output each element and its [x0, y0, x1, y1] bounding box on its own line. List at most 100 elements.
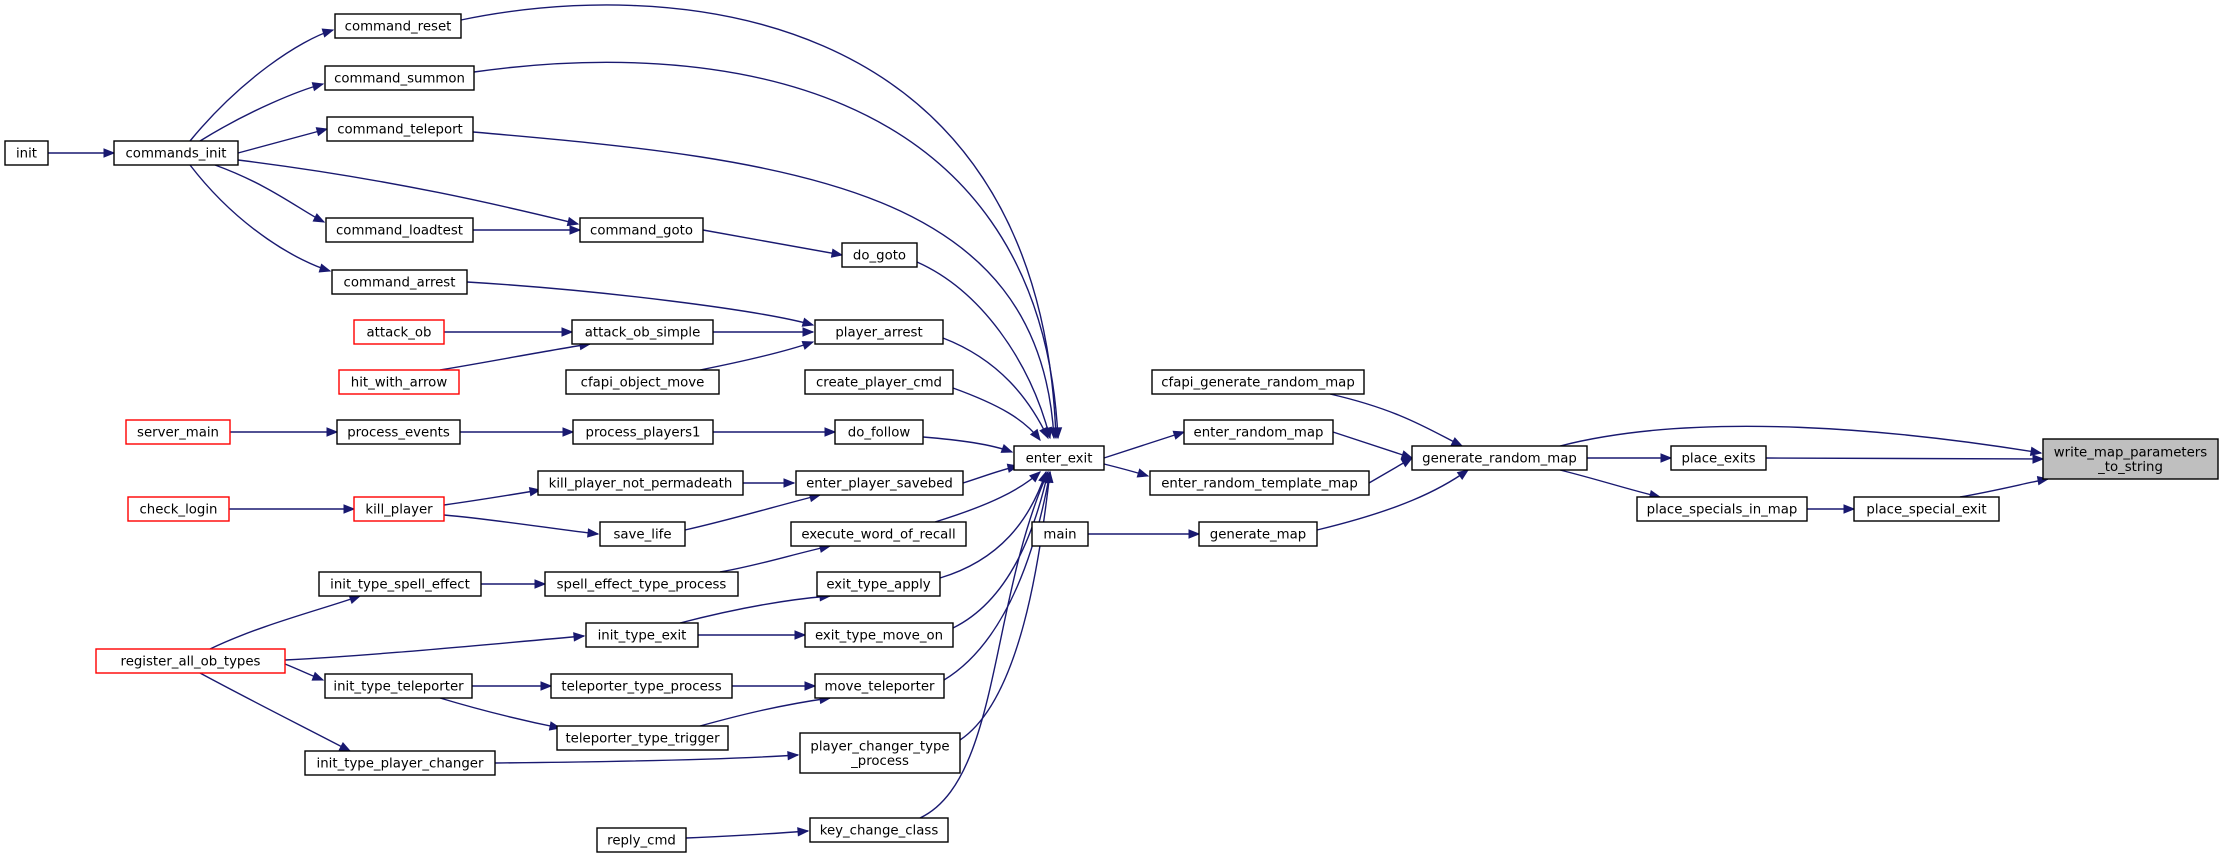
edge-exit_type_move_on-to-enter_exit	[952, 470, 1051, 629]
node-execute-word-of-recall[interactable]: execute_word_of_recall	[790, 521, 967, 547]
node-exit-type-move-on[interactable]: exit_type_move_on	[804, 622, 954, 648]
node-label: init_type_teleporter	[333, 680, 464, 695]
edge-init_type_spell_effect-to-spell_effect_type_process	[481, 579, 547, 589]
node-label: kill_player	[365, 503, 433, 518]
edge-place_exits-to-write_map	[1765, 454, 2045, 464]
node-command-arrest[interactable]: command_arrest	[331, 269, 468, 295]
edge-command_loadtest-to-command_goto	[473, 225, 582, 235]
edge-init_type_exit-to-exit_type_move_on	[698, 630, 807, 640]
node-player-arrest[interactable]: player_arrest	[814, 319, 944, 345]
node-cfapi-object-move[interactable]: cfapi_object_move	[565, 369, 720, 395]
edge-server_main-to-process_events	[230, 427, 339, 437]
node-command-summon[interactable]: command_summon	[324, 65, 475, 91]
node-label: server_main	[137, 426, 219, 441]
edge-execute_word_of_recall-to-enter_exit	[934, 471, 1042, 523]
node-do-goto[interactable]: do_goto	[841, 242, 918, 268]
edge-commands_init-to-command_arrest	[189, 164, 332, 273]
edge-kill_player-to-save_life	[443, 514, 600, 538]
edge-enter_random_map-to-generate_random_map	[1332, 431, 1414, 460]
node-box	[795, 470, 964, 496]
node-kill-player[interactable]: kill_player	[353, 496, 445, 522]
node-box	[95, 648, 286, 674]
edge-teleporter_type_trigger-to-move_teleporter	[699, 694, 832, 727]
node-label: key_change_class	[820, 824, 939, 839]
node-place-special-exit[interactable]: place_special_exit	[1853, 496, 2000, 522]
node-hit-with-arrow[interactable]: hit_with_arrow	[338, 369, 460, 395]
node-label: _to_string	[2097, 460, 2163, 475]
node-label: commands_init	[126, 147, 227, 162]
edge-place_special_exit-to-write_map	[1959, 476, 2050, 498]
node-exit-type-apply[interactable]: exit_type_apply	[816, 571, 941, 597]
edge-command_goto-to-do_goto	[702, 229, 844, 258]
node-generate-map[interactable]: generate_map	[1198, 521, 1318, 547]
node-init[interactable]: init	[4, 140, 49, 166]
node-box	[331, 269, 468, 295]
node-spell-effect-type-process[interactable]: spell_effect_type_process	[544, 571, 739, 597]
node-main[interactable]: main	[1031, 521, 1089, 547]
edge-command_arrest-to-player_arrest	[466, 281, 815, 327]
node-key-change-class[interactable]: key_change_class	[809, 817, 949, 843]
node-label: attack_ob	[367, 326, 432, 341]
node-command-goto[interactable]: command_goto	[579, 217, 704, 243]
node-server-main[interactable]: server_main	[125, 419, 231, 445]
node-do-follow[interactable]: do_follow	[834, 419, 924, 445]
node-generate-random-map[interactable]: generate_random_map	[1411, 445, 1588, 471]
edge-init_type_player_changer-to-player_changer_type_process	[494, 750, 800, 764]
node-box	[1198, 521, 1318, 547]
edge-cfapi_object_move-to-player_arrest	[699, 340, 815, 371]
node-attack-ob-simple[interactable]: attack_ob_simple	[571, 319, 714, 345]
node-save-life[interactable]: save_life	[599, 521, 686, 547]
node-teleporter-type-trigger[interactable]: teleporter_type_trigger	[556, 725, 729, 751]
node-init-type-teleporter[interactable]: init_type_teleporter	[324, 673, 473, 699]
node-reply-cmd[interactable]: reply_cmd	[596, 827, 687, 853]
node-label: init_type_spell_effect	[330, 578, 470, 593]
node-box	[324, 65, 475, 91]
node-command-teleport[interactable]: command_teleport	[326, 116, 474, 142]
edge-hit_with_arrow-to-attack_ob_simple	[439, 340, 592, 371]
node-box	[841, 242, 918, 268]
edge-reply_cmd-to-key_change_class	[685, 827, 810, 839]
node-box	[599, 521, 686, 547]
edge-enter_exit-to-enter_random_template_map	[1103, 463, 1150, 478]
node-enter-random-map[interactable]: enter_random_map	[1183, 419, 1334, 445]
edge-kill_player_not_permadeath-to-enter_player_savebed	[742, 478, 796, 488]
node-box	[334, 13, 462, 39]
edge-commands_init-to-command_goto	[237, 159, 580, 227]
node-box	[579, 217, 704, 243]
node-teleporter-type-process[interactable]: teleporter_type_process	[550, 673, 733, 699]
node-init-type-player-changer[interactable]: init_type_player_changer	[304, 750, 496, 776]
node-label: reply_cmd	[607, 834, 676, 849]
node-label: attack_ob_simple	[585, 326, 701, 341]
node-commands-init[interactable]: commands_init	[113, 140, 239, 166]
node-place-exits[interactable]: place_exits	[1670, 445, 1767, 471]
node-command-reset[interactable]: command_reset	[334, 13, 462, 39]
node-process-players1[interactable]: process_players1	[572, 419, 714, 445]
node-create-player-cmd[interactable]: create_player_cmd	[804, 369, 954, 395]
node-command-loadtest[interactable]: command_loadtest	[325, 217, 474, 243]
node-init-type-exit[interactable]: init_type_exit	[585, 622, 699, 648]
node-box	[799, 732, 961, 774]
node-check-login[interactable]: check_login	[127, 496, 230, 522]
node-cfapi-generate-random-map[interactable]: cfapi_generate_random_map	[1151, 369, 1365, 395]
node-process-events[interactable]: process_events	[336, 419, 461, 445]
node-label: execute_word_of_recall	[801, 528, 955, 543]
edge-init_type_teleporter-to-teleporter_type_trigger	[439, 697, 562, 731]
node-kill-player-not-permadeath[interactable]: kill_player_not_permadeath	[537, 470, 744, 496]
node-place-specials-in-map[interactable]: place_specials_in_map	[1636, 496, 1808, 522]
edge-generate_random_map-to-place_exits	[1587, 453, 1673, 463]
node-attack-ob[interactable]: attack_ob	[353, 319, 445, 345]
node-move-teleporter[interactable]: move_teleporter	[814, 673, 945, 699]
node-register-all-ob-types[interactable]: register_all_ob_types	[95, 648, 286, 674]
node-enter-player-savebed[interactable]: enter_player_savebed	[795, 470, 964, 496]
node-player-changer-type-process[interactable]: player_changer_type_process	[799, 732, 961, 774]
node-write-map[interactable]: write_map_parameters_to_string	[2042, 438, 2219, 480]
node-enter-random-template-map[interactable]: enter_random_template_map	[1149, 470, 1370, 496]
node-box	[790, 521, 967, 547]
node-label: init_type_player_changer	[317, 757, 484, 772]
node-label: generate_map	[1210, 528, 1306, 543]
node-box	[544, 571, 739, 597]
node-init-type-spell-effect[interactable]: init_type_spell_effect	[318, 571, 482, 597]
node-enter-exit[interactable]: enter_exit	[1013, 445, 1105, 471]
node-label: enter_exit	[1026, 452, 1093, 467]
